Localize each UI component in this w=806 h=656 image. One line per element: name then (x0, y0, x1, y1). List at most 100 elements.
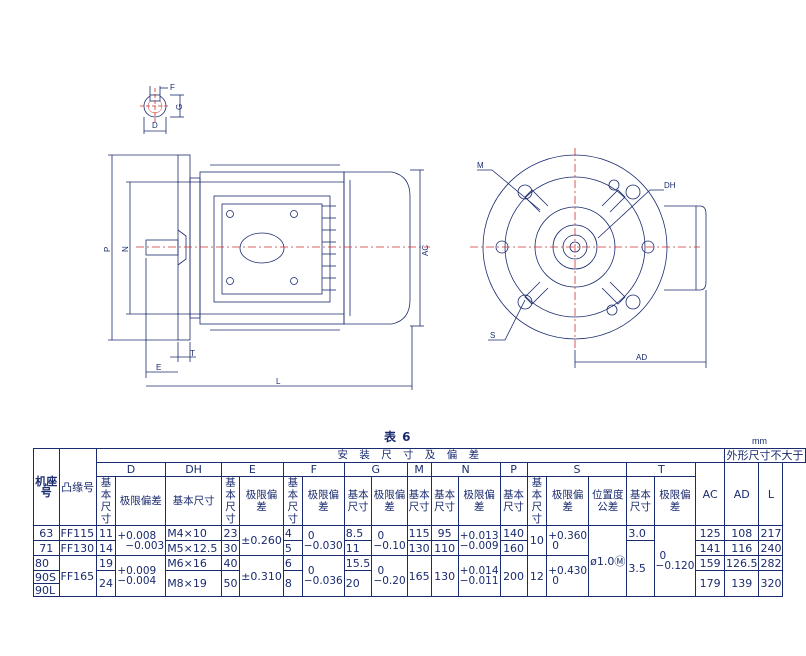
tol-dn: −0.004 (117, 575, 157, 587)
cell-P: 160 (499, 540, 528, 556)
cell-N: 95 (430, 525, 459, 541)
cell-D: 19 (95, 555, 117, 571)
cell-E: 30 (220, 540, 241, 556)
tol-dn: −0.011 (459, 575, 499, 587)
cell-E: 50 (220, 570, 241, 597)
sub-basic: 基本尺寸 (282, 476, 303, 526)
sub-basic: 基本尺寸 (165, 476, 222, 526)
cell-AD: 139 (723, 570, 760, 597)
cell-E-tol: ±0.260 (239, 525, 284, 556)
cell-N: 110 (430, 540, 459, 556)
cell-D: 14 (95, 540, 117, 556)
sub-basic: 基本尺寸 (343, 476, 373, 526)
tol-up: +0.360 (548, 529, 588, 542)
cell-T-tol: 0 −0.120 (653, 525, 697, 597)
table-row: 63 FF115 11 +0.008 −0.003 M4×10 23 ±0.26… (33, 525, 806, 597)
cell-AD: 116 (723, 540, 760, 556)
sub-limit: 极限偏差 (546, 476, 590, 526)
table-row: 90L (33, 583, 806, 597)
tol-up: +0.014 (459, 565, 499, 577)
sub-limit: 极限偏差 (457, 476, 501, 526)
tol-dn: −0.009 (459, 539, 499, 552)
tol-dn: 0 (552, 539, 559, 552)
cell-S: 10 (526, 525, 548, 556)
cell-M: 165 (406, 555, 432, 597)
tol-dn: −0.20 (373, 575, 406, 587)
header-frame: 机座号 (33, 448, 60, 526)
cell-DH: M8×19 (165, 570, 222, 597)
motor-side-view (108, 154, 430, 390)
table-row: 71 FF130 14 M5×12.5 30 5 11 130 110 160 … (33, 540, 806, 597)
cell-M: 115 (406, 525, 432, 541)
group-G: G (343, 462, 408, 477)
tol-dn: 0 (552, 575, 559, 587)
cell-frame: 90S (33, 570, 60, 584)
cell-AC: 159 (695, 555, 725, 571)
cell-G: 11 (343, 540, 373, 556)
label-S: S (490, 331, 495, 340)
sub-limit: 极限偏差 (115, 476, 167, 526)
cell-S-tol: +0.430 0 (546, 555, 590, 597)
unit-label: mm (752, 436, 767, 446)
label-G: G (175, 104, 184, 110)
tol-up: 0 (659, 550, 667, 562)
cell-DH: M5×12.5 (165, 540, 222, 556)
cell-F: 4 (282, 525, 303, 541)
sub-basic: 基本尺寸 (626, 476, 655, 526)
cell-F: 6 (282, 555, 303, 571)
cell-frame: 63 (33, 525, 60, 541)
cell-frame: 80 (33, 555, 60, 571)
sub-basic: 基本尺寸 (499, 476, 528, 526)
header-L: L (758, 462, 784, 526)
tol-dn: −0.030 (303, 539, 343, 552)
cell-frame: 90L (33, 583, 60, 597)
group-DH: DH (165, 462, 222, 477)
group-P: P (499, 462, 528, 477)
sub-basic: 基本尺寸 (220, 476, 241, 526)
group-N: N (430, 462, 501, 477)
cell-AD: 126.5 (723, 555, 760, 571)
cell-N-tol: +0.014 −0.011 (457, 555, 501, 597)
cell-T-lower: 3.5 (626, 540, 655, 597)
cell-AC: 141 (695, 540, 725, 556)
group-T: T (626, 462, 697, 477)
label-AD: AD (636, 353, 647, 362)
tol-up: +0.009 (117, 565, 157, 577)
cell-AD: 108 (723, 525, 760, 541)
tol-up: 0 (307, 565, 315, 577)
cell-E: 23 (220, 525, 241, 541)
shaft-section-view (140, 86, 184, 134)
table-row: 90S 24 M8×19 50 8 20 179 139 320 (33, 570, 806, 597)
cell-L: 240 (758, 540, 784, 556)
table-row: 80 FF165 19 +0.009 −0.004 M6×16 40 ±0.31… (33, 555, 806, 597)
cell-E: 40 (220, 555, 241, 571)
cell-G: 8.5 (343, 525, 373, 541)
sub-limit: 极限偏差 (239, 476, 284, 526)
cell-flange: FF130 (58, 540, 97, 556)
cell-DH: M6×16 (165, 555, 222, 571)
cell-L: 282 (758, 555, 784, 571)
cell-P: 140 (499, 525, 528, 541)
tol-up: 0 (377, 565, 385, 577)
label-D: D (152, 121, 158, 130)
label-L: L (276, 377, 281, 386)
tol-up: +0.008 (117, 529, 157, 542)
cell-D: 11 (95, 525, 117, 541)
cell-G: 15.5 (343, 555, 373, 571)
label-F: F (170, 83, 175, 92)
tol-up: 0 (307, 529, 315, 542)
group-F: F (282, 462, 345, 477)
label-P: P (103, 247, 112, 252)
header-outer: 外形尺寸不大于 (723, 448, 806, 463)
label-DH: DH (664, 181, 676, 190)
cell-D-tol: +0.009 −0.004 (115, 555, 167, 597)
cell-L: 217 (758, 525, 784, 541)
cell-S-position: ø1.0Ⓜ (588, 525, 628, 597)
cell-flange: FF165 (58, 555, 97, 597)
dimension-table: 机座号 凸缘号 安 装 尺 寸 及 偏 差 外形尺寸不大于 D DH E F G… (33, 448, 806, 597)
motor-front-view (470, 148, 707, 368)
tol-dn: −0.120 (655, 560, 695, 572)
header-AD: AD (723, 462, 760, 526)
cell-F: 5 (282, 540, 303, 556)
cell-flange: FF115 (58, 525, 97, 541)
